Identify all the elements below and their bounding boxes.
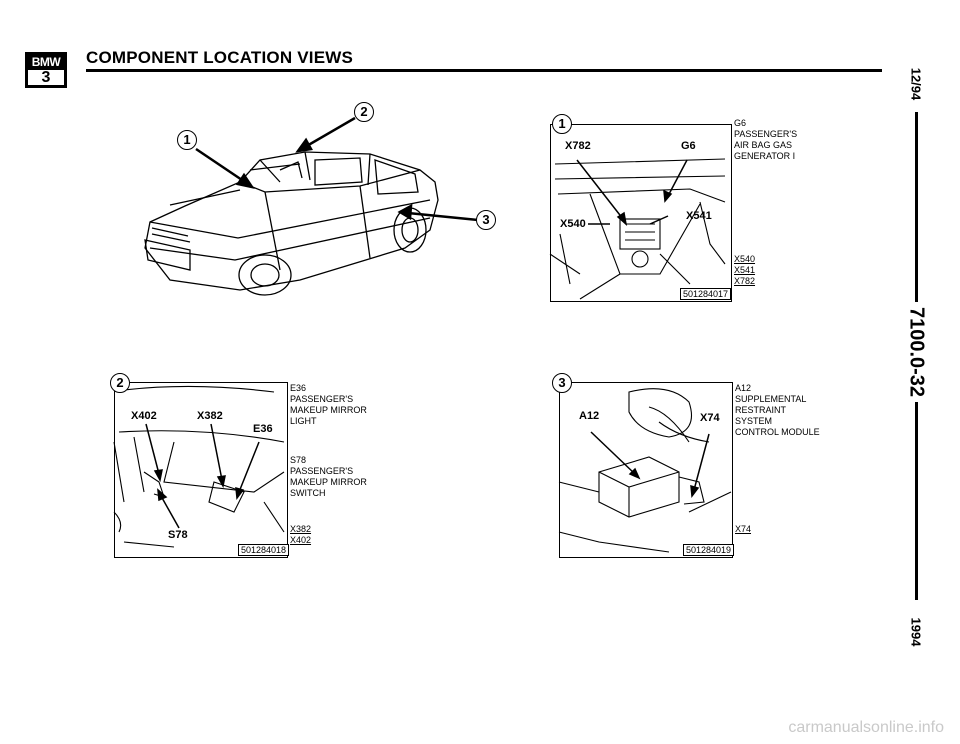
detail-2-image-code: 501284018 xyxy=(238,544,290,556)
detail-1-number: 1 xyxy=(552,114,572,134)
detail-3-image-code: 501284019 xyxy=(683,544,735,556)
detail-1-drawing xyxy=(549,158,726,300)
detail-2-label-s78: S78 xyxy=(168,529,188,541)
overview-callout-2: 2 xyxy=(354,102,374,122)
detail-3-label-a12: A12 xyxy=(579,410,600,422)
legend-line: X782 xyxy=(734,276,756,286)
legend-line: RESTRAINT xyxy=(735,405,787,415)
detail-2-legend-mid: S78 PASSENGER'S MAKEUP MIRROR SWITCH xyxy=(290,455,367,499)
legend-line: MAKEUP MIRROR xyxy=(290,477,367,487)
detail-2-drawing xyxy=(113,385,285,548)
legend-line: X541 xyxy=(734,265,756,275)
side-line-2 xyxy=(915,402,918,600)
detail-1-image-code: 501284017 xyxy=(680,288,732,300)
detail-3-number: 3 xyxy=(552,373,572,393)
bmw-3-logo: BMW 3 xyxy=(25,52,67,88)
legend-line: SYSTEM xyxy=(735,416,773,426)
legend-line: PASSENGER'S xyxy=(734,129,798,139)
detail-2-number: 2 xyxy=(110,373,130,393)
legend-line: X402 xyxy=(290,535,312,545)
logo-brand: BMW xyxy=(28,55,64,70)
watermark: carmanualsonline.info xyxy=(788,719,944,736)
detail-2-label-e36: E36 xyxy=(253,423,273,435)
overview-callout-1: 1 xyxy=(177,130,197,150)
legend-line: E36 xyxy=(290,383,307,393)
detail-2-legend-top: E36 PASSENGER'S MAKEUP MIRROR LIGHT xyxy=(290,383,367,427)
legend-line: SUPPLEMENTAL xyxy=(735,394,807,404)
legend-line: X540 xyxy=(734,254,756,264)
detail-3-frame xyxy=(559,382,733,558)
legend-line: CONTROL MODULE xyxy=(735,427,820,437)
legend-line: PASSENGER'S xyxy=(290,466,354,476)
detail-2-label-x402: X402 xyxy=(131,410,157,422)
detail-2-legend-bottom: X382 X402 xyxy=(290,524,311,546)
overview-callout-3: 3 xyxy=(476,210,496,230)
detail-1-legend-bottom: X540 X541 X782 xyxy=(734,254,755,287)
side-margin: 12/94 7100.0-32 1994 xyxy=(896,0,936,744)
detail-1-label-x541: X541 xyxy=(686,210,712,222)
legend-line: GENERATOR I xyxy=(734,151,796,161)
legend-line: LIGHT xyxy=(290,416,317,426)
legend-line: MAKEUP MIRROR xyxy=(290,405,367,415)
detail-3-legend-top: A12 SUPPLEMENTAL RESTRAINT SYSTEM CONTRO… xyxy=(735,383,820,438)
legend-line: SWITCH xyxy=(290,488,326,498)
logo-series: 3 xyxy=(41,69,51,86)
legend-line: X382 xyxy=(290,524,312,534)
detail-3-label-x74: X74 xyxy=(700,412,720,424)
legend-line: G6 xyxy=(734,118,747,128)
detail-1-label-g6: G6 xyxy=(681,140,696,152)
detail-3-legend-bottom: X74 xyxy=(735,524,751,535)
legend-line: AIR BAG GAS xyxy=(734,140,793,150)
detail-1-label-x782: X782 xyxy=(565,140,591,152)
detail-2-label-x382: X382 xyxy=(197,410,223,422)
legend-line: PASSENGER'S xyxy=(290,394,354,404)
detail-1-legend-top: G6 PASSENGER'S AIR BAG GAS GENERATOR I xyxy=(734,118,797,162)
detail-1-label-x540: X540 xyxy=(560,218,586,230)
detail-3-drawing xyxy=(558,388,732,553)
legend-line: A12 xyxy=(735,383,752,393)
side-line-1 xyxy=(915,112,918,302)
legend-line: S78 xyxy=(290,455,307,465)
detail-2-frame xyxy=(114,382,288,558)
legend-line: X74 xyxy=(735,524,752,534)
header-rule xyxy=(86,69,882,72)
detail-1-frame xyxy=(550,124,732,302)
page-title: COMPONENT LOCATION VIEWS xyxy=(86,48,354,67)
